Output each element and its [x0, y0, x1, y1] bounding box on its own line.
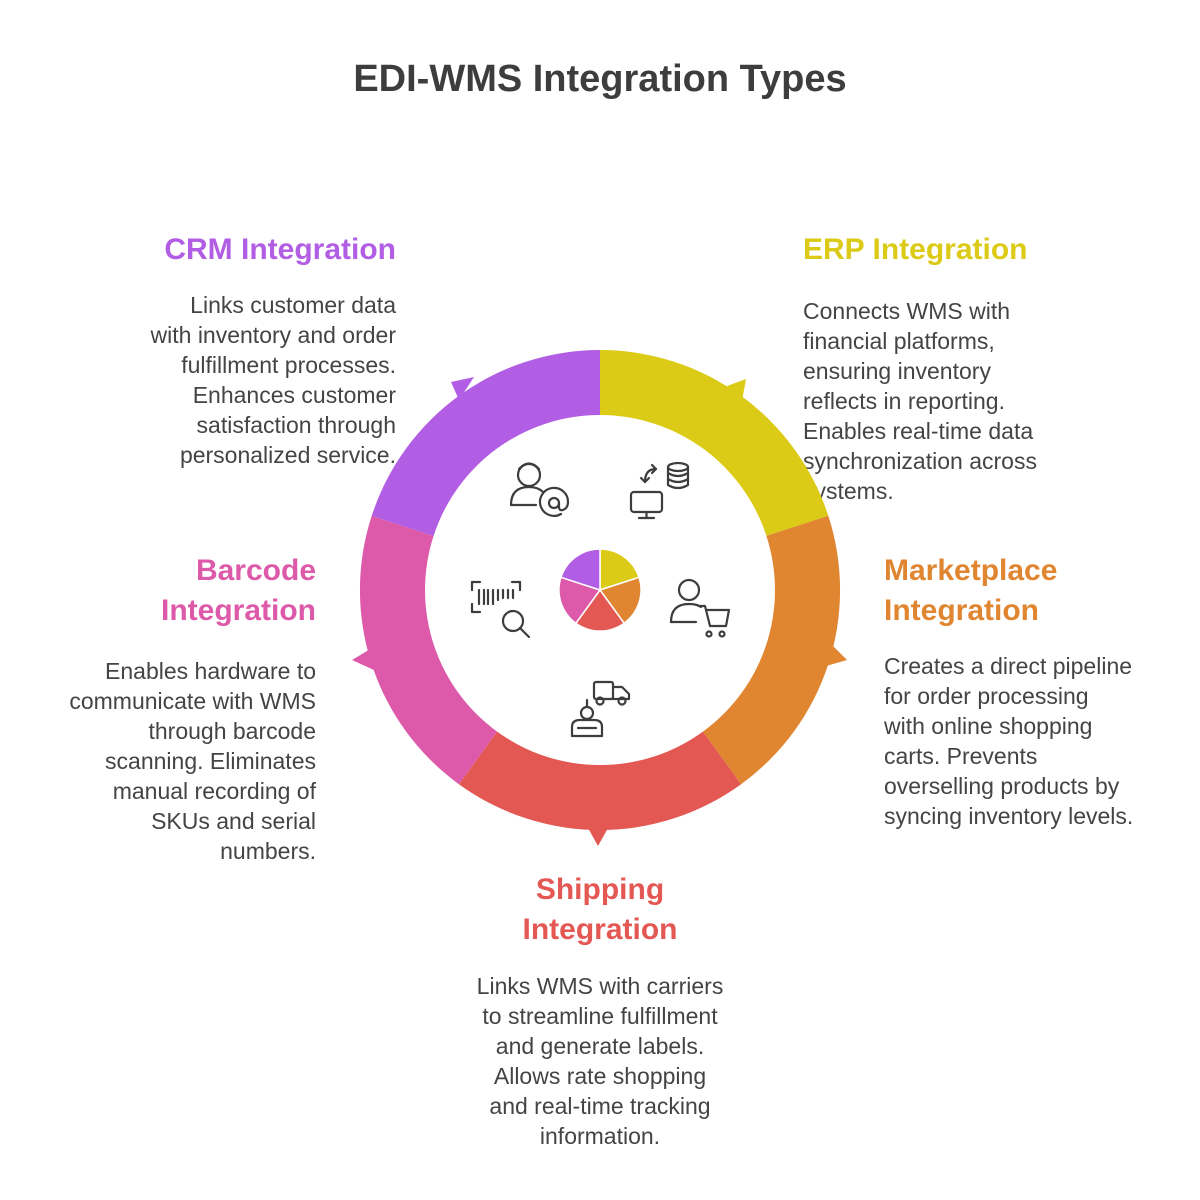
ring-segment-shipping [458, 731, 742, 831]
erp-desc-line: ensuring inventory [803, 358, 991, 384]
erp-desc-line: Connects WMS with [803, 298, 1011, 324]
pie-slice-marketplace [598, 576, 642, 625]
barcode-desc-line: Enables hardware to [105, 658, 316, 684]
customer-cart-icon [669, 578, 731, 638]
ring-segment-marketplace [702, 515, 841, 785]
shipping-description: Links WMS with carriers to streamline fu… [400, 971, 800, 1151]
barcode-desc-line: communicate with WMS [69, 688, 316, 714]
marketplace-desc-line: for order processing [884, 683, 1089, 709]
crm-desc-line: satisfaction through [196, 412, 396, 438]
barcode-desc-line: scanning. Eliminates [105, 748, 316, 774]
ring-arrow-crm [451, 377, 474, 400]
ring-segment-crm [371, 349, 600, 536]
ring-segment-erp [600, 350, 829, 536]
marketplace-desc-line: Creates a direct pipeline [884, 653, 1133, 679]
center-pie [558, 548, 642, 632]
marketplace-description: Creates a direct pipeline for order proc… [884, 651, 1133, 831]
erp-desc-line: reflects in reporting. [803, 388, 1005, 414]
crm-heading-text: CRM Integration [164, 233, 396, 266]
ring-arrow-marketplace [826, 643, 847, 666]
shipping-heading-line: Shipping [535, 873, 665, 906]
pie-slice-crm [560, 548, 601, 592]
customer-email-icon [509, 462, 570, 517]
erp-desc-line: synchronization across [803, 448, 1037, 474]
ring-arrow-erp [727, 379, 746, 401]
shipping-desc-line: Allows rate shopping [493, 1063, 707, 1089]
shipping-desc-line: to streamline fulfillment [482, 1003, 718, 1029]
robot-truck-icon [570, 680, 631, 738]
shipping-heading: Shipping Integration [400, 870, 800, 950]
marketplace-desc-line: with online shopping [884, 713, 1093, 739]
ring-arrow-shipping [588, 828, 608, 846]
marketplace-heading-line: Marketplace [884, 554, 1058, 587]
erp-description: Connects WMS with financial platforms, e… [803, 296, 1037, 506]
shipping-desc-line: and real-time tracking [489, 1093, 711, 1119]
crm-desc-line: with inventory and order [150, 322, 396, 348]
barcode-desc-line: SKUs and serial [151, 808, 316, 834]
shipping-desc-line: information. [539, 1123, 661, 1149]
crm-desc-line: fulfillment processes. [181, 352, 396, 378]
pie-slice-shipping [574, 588, 626, 632]
crm-description: Links customer data with inventory and o… [151, 290, 396, 470]
marketplace-desc-line: overselling products by [884, 773, 1120, 799]
crm-desc-line: personalized service. [179, 442, 396, 468]
shipping-desc-line: and generate labels. [495, 1033, 705, 1059]
barcode-scan-icon [470, 580, 531, 639]
crm-desc-line: Enhances customer [192, 382, 396, 408]
ring-arrow-barcode [352, 648, 374, 670]
barcode-description: Enables hardware to communicate with WMS… [69, 656, 316, 866]
pie-slice-barcode [558, 576, 602, 625]
erp-heading-text: ERP Integration [803, 233, 1028, 266]
crm-heading: CRM Integration [164, 230, 396, 270]
diagram-title: EDI-WMS Integration Types [353, 58, 847, 100]
shipping-desc-line: Links WMS with carriers [476, 973, 724, 999]
marketplace-desc-line: syncing inventory levels. [884, 803, 1134, 829]
ring-segment-barcode [359, 515, 498, 785]
barcode-desc-line: manual recording of [112, 778, 316, 804]
crm-desc-line: Links customer data [190, 292, 396, 318]
barcode-desc-line: through barcode [148, 718, 316, 744]
barcode-heading: Barcode Integration [161, 551, 316, 631]
erp-desc-line: Enables real-time data [803, 418, 1034, 444]
barcode-desc-line: numbers. [220, 838, 316, 864]
barcode-heading-line: Integration [161, 594, 316, 627]
marketplace-desc-line: carts. Prevents [884, 743, 1038, 769]
erp-heading: ERP Integration [803, 230, 1027, 270]
barcode-heading-line: Barcode [195, 554, 316, 587]
marketplace-heading: Marketplace Integration [884, 551, 1057, 631]
erp-desc-line: financial platforms, [803, 328, 995, 354]
shipping-heading-line: Integration [522, 913, 678, 946]
marketplace-heading-line: Integration [884, 594, 1039, 627]
database-sync-icon [629, 461, 690, 520]
